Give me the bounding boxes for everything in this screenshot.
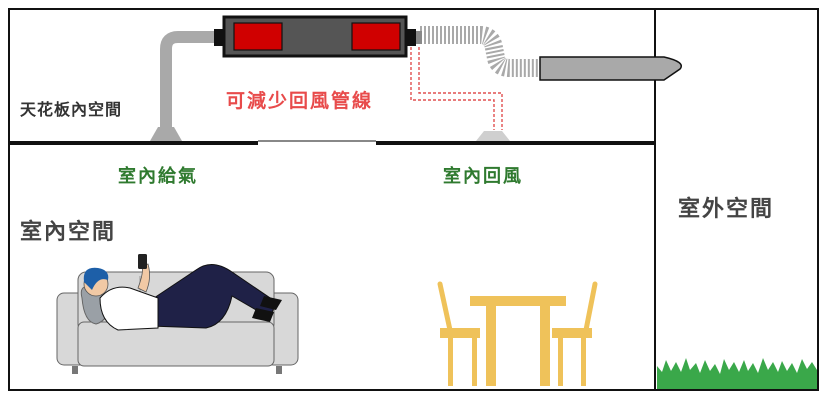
phone-icon [138,254,147,269]
dining-table-and-chairs [437,281,598,386]
label-indoor-space: 室內空間 [20,220,117,245]
label-ceiling-space: 天花板內空間 [20,100,123,119]
supply-duct [160,31,222,127]
exhaust-hood [539,56,682,81]
label-reduce-return-duct: 可減少回風管線 [226,90,374,112]
label-indoor-return: 室內回風 [443,166,523,187]
unit-coil-left [233,22,283,51]
frame-outline [8,8,819,391]
unit-flange-right [416,31,422,44]
person-lying [83,254,282,331]
grass [657,358,817,389]
unit-coil-right [351,22,401,51]
dashed-return-duct [410,47,503,130]
unit-connector-left [214,29,224,46]
label-outdoor-space: 室外空間 [678,197,775,222]
flexible-duct [420,26,545,77]
return-grille [476,131,510,141]
unit-connector-right [406,29,416,46]
supply-diffuser [150,127,182,141]
label-indoor-supply: 室內給氣 [118,166,198,187]
